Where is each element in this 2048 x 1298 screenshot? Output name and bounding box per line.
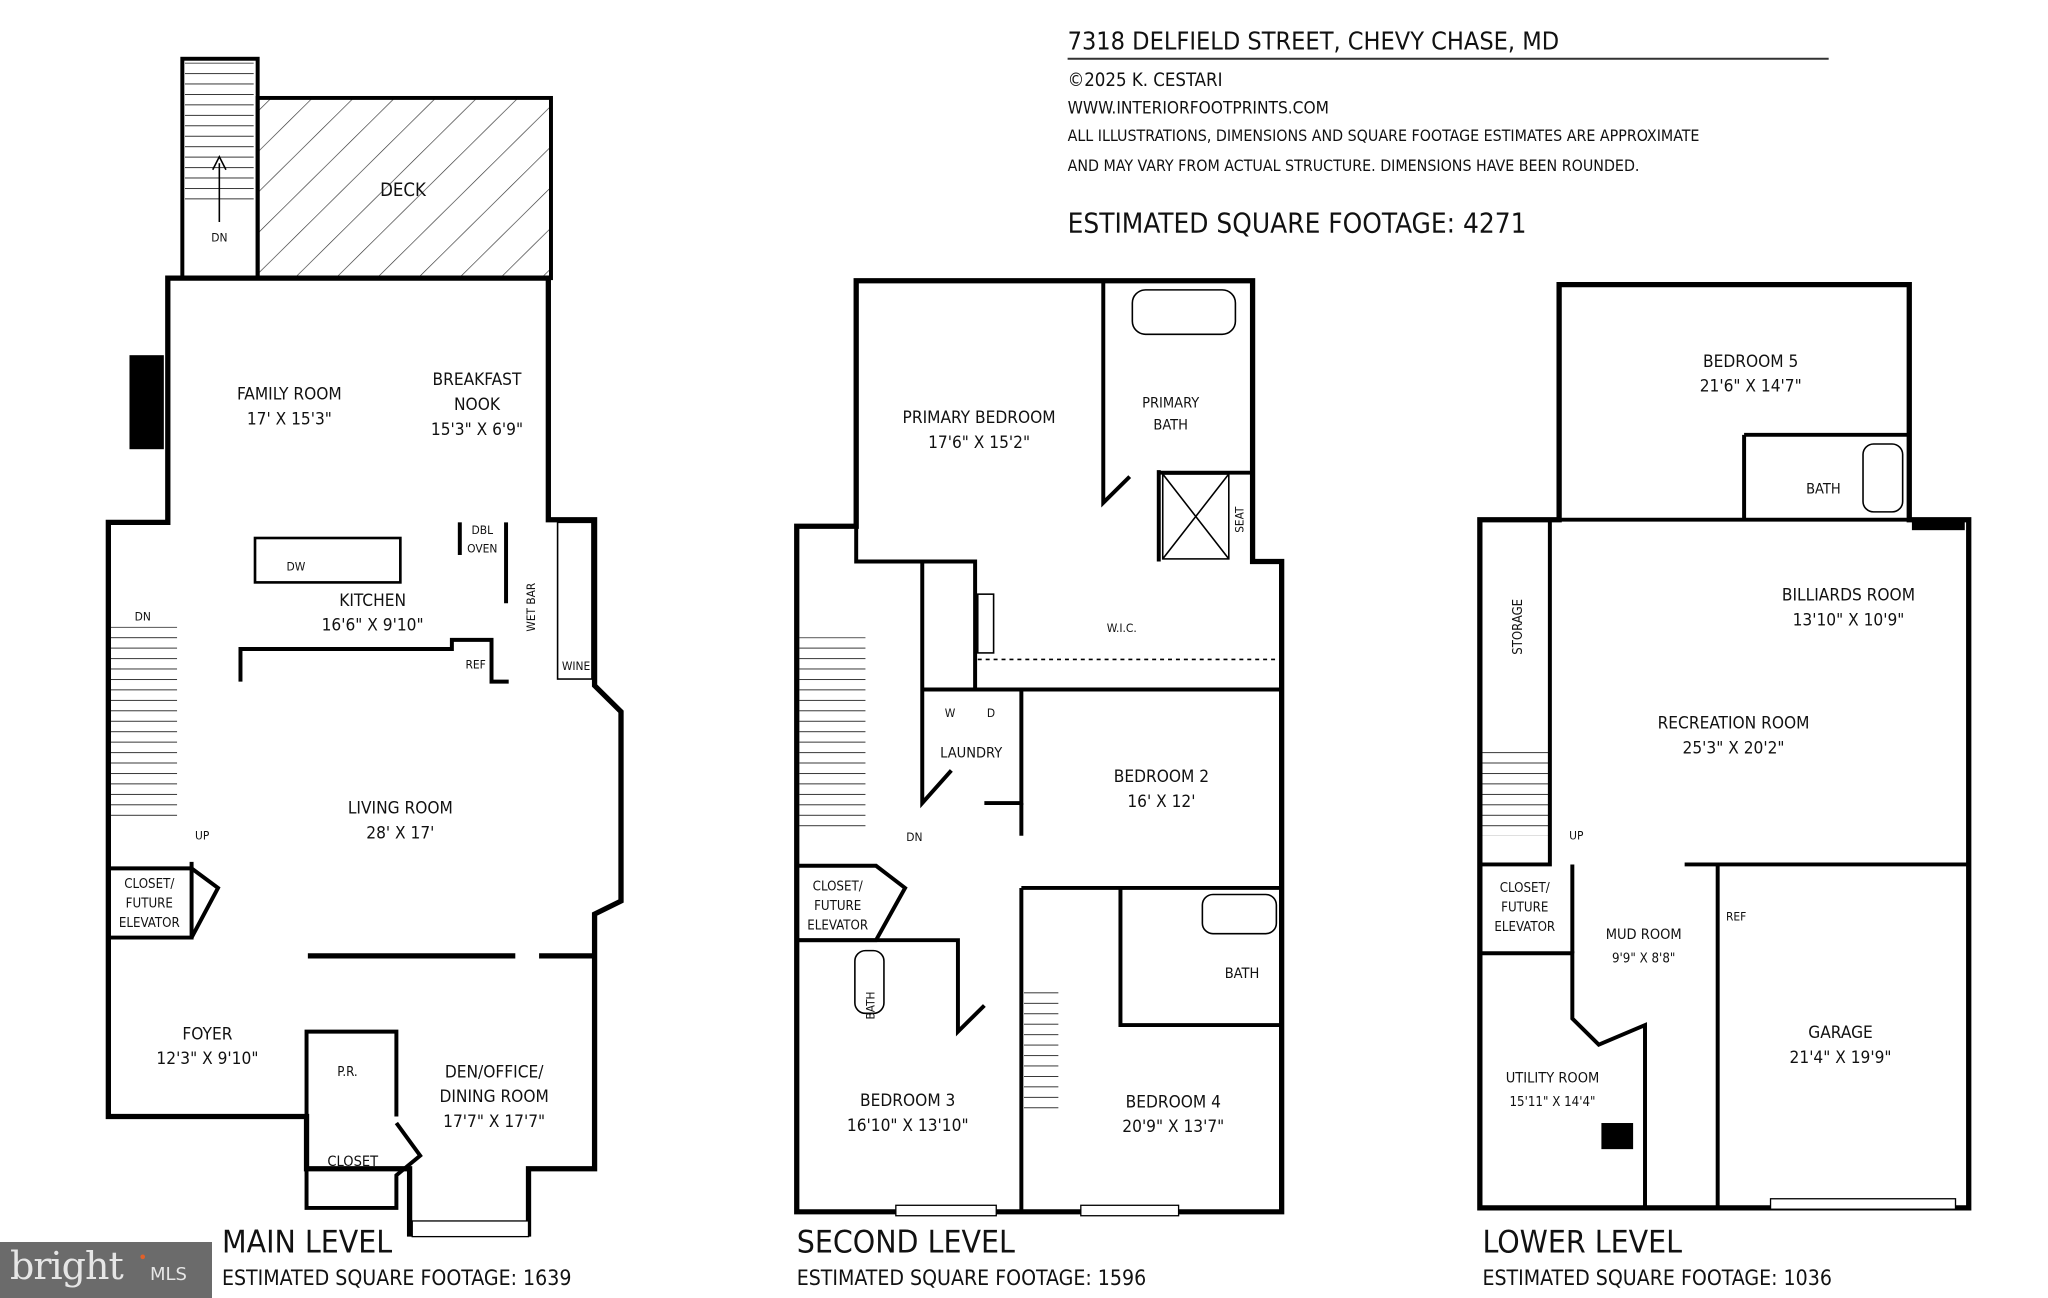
label-wet-bar: WET BAR bbox=[524, 582, 538, 631]
label-elevator: ELEVATOR bbox=[1494, 920, 1555, 935]
dim-recreation-room: 25'3" X 20'2" bbox=[1683, 739, 1785, 759]
label-up: UP bbox=[1569, 829, 1584, 843]
label-oven: OVEN bbox=[467, 541, 497, 555]
lower-stairs bbox=[1482, 744, 1549, 836]
dim-family-room: 17' X 15'3" bbox=[247, 409, 332, 429]
label-wic: W.I.C. bbox=[1107, 621, 1137, 635]
header: 7318 DELFIELD STREET, CHEVY CHASE, MD ©2… bbox=[1068, 27, 1829, 240]
label-future: FUTURE bbox=[126, 897, 173, 912]
bright-logo-text: bright bbox=[10, 1244, 124, 1288]
label-billiards-room: BILLIARDS ROOM bbox=[1782, 586, 1915, 606]
lower-level-title: LOWER LEVEL bbox=[1482, 1224, 1682, 1260]
label-elevator: ELEVATOR bbox=[119, 916, 180, 931]
label-recreation-room: RECREATION ROOM bbox=[1658, 714, 1810, 734]
label-family-room: FAMILY ROOM bbox=[237, 385, 342, 405]
label-deck: DECK bbox=[380, 180, 427, 201]
label-living-room: LIVING ROOM bbox=[348, 799, 453, 819]
label-elevator: ELEVATOR bbox=[807, 919, 868, 934]
kitchen-island bbox=[253, 536, 402, 584]
label-ref: REF bbox=[465, 658, 485, 672]
label-dw: DW bbox=[287, 560, 306, 574]
label-bath: BATH bbox=[1806, 482, 1841, 498]
dim-bedroom-5: 21'6" X 14'7" bbox=[1700, 377, 1802, 397]
main-level-plan: DECK DN FAMILY ROOM 17' X 15'3" BREAKFAS… bbox=[105, 56, 624, 1290]
label-primary-bath-2: BATH bbox=[1153, 418, 1188, 434]
label-garage: GARAGE bbox=[1808, 1023, 1873, 1043]
mls-logo-text: MLS bbox=[150, 1264, 187, 1285]
dim-bedroom-3: 16'10" X 13'10" bbox=[847, 1116, 969, 1136]
dim-foyer: 12'3" X 9'10" bbox=[156, 1049, 258, 1069]
dim-mud-room: 9'9" X 8'8" bbox=[1612, 951, 1675, 966]
label-dryer: D bbox=[987, 706, 995, 720]
label-up: UP bbox=[195, 829, 210, 843]
label-future: FUTURE bbox=[1501, 901, 1548, 916]
dim-billiards-room: 13'10" X 10'9" bbox=[1793, 611, 1905, 631]
second-level-title: SECOND LEVEL bbox=[797, 1224, 1015, 1260]
fireplace bbox=[129, 355, 164, 450]
label-breakfast-nook-2: NOOK bbox=[454, 395, 501, 415]
second-level-sqft: ESTIMATED SQUARE FOOTAGE: 1596 bbox=[797, 1265, 1146, 1290]
main-level-title: MAIN LEVEL bbox=[222, 1224, 392, 1260]
label-closet: CLOSET bbox=[327, 1154, 378, 1170]
label-utility-room: UTILITY ROOM bbox=[1506, 1071, 1600, 1087]
label-laundry: LAUNDRY bbox=[940, 745, 1002, 761]
label-bath: BATH bbox=[864, 992, 878, 1020]
dim-utility-room: 15'11" X 14'4" bbox=[1510, 1095, 1596, 1110]
label-closet: CLOSET/ bbox=[1500, 881, 1550, 896]
label-wine: WINE bbox=[562, 659, 591, 673]
label-powder-room: P.R. bbox=[337, 1065, 357, 1080]
label-storage: STORAGE bbox=[1511, 599, 1526, 655]
main-stairs bbox=[110, 626, 178, 823]
dim-breakfast-nook: 15'3" X 6'9" bbox=[431, 420, 523, 440]
dim-kitchen: 16'6" X 9'10" bbox=[322, 616, 424, 636]
disclaimer-line-1: ALL ILLUSTRATIONS, DIMENSIONS AND SQUARE… bbox=[1068, 126, 1700, 145]
label-bath: BATH bbox=[1225, 966, 1260, 982]
label-dn: DN bbox=[135, 609, 151, 623]
label-closet: CLOSET/ bbox=[813, 880, 863, 895]
label-bedroom-5: BEDROOM 5 bbox=[1703, 352, 1798, 372]
label-seat: SEAT bbox=[1232, 506, 1246, 533]
lower-level-plan: BEDROOM 5 21'6" X 14'7" BATH STORAGE BIL… bbox=[1477, 282, 1972, 1290]
main-level-sqft: ESTIMATED SQUARE FOOTAGE: 1639 bbox=[222, 1265, 571, 1290]
disclaimer-line-2: AND MAY VARY FROM ACTUAL STRUCTURE. DIME… bbox=[1068, 156, 1640, 175]
label-den: DEN/OFFICE/ bbox=[445, 1062, 544, 1082]
label-washer: W bbox=[945, 706, 956, 720]
dim-bedroom-4: 20'9" X 13'7" bbox=[1122, 1117, 1224, 1137]
label-bedroom-2: BEDROOM 2 bbox=[1114, 767, 1209, 787]
dim-den: 17'7" X 17'7" bbox=[443, 1112, 545, 1132]
website: WWW.INTERIORFOOTPRINTS.COM bbox=[1068, 99, 1329, 119]
bright-mls-watermark: bright • MLS bbox=[0, 1242, 212, 1298]
label-breakfast-nook: BREAKFAST bbox=[433, 370, 522, 390]
label-dining-room: DINING ROOM bbox=[440, 1087, 549, 1107]
label-dn: DN bbox=[906, 830, 922, 844]
label-ref: REF bbox=[1726, 910, 1746, 924]
label-primary-bath: PRIMARY bbox=[1142, 395, 1199, 411]
label-dbl: DBL bbox=[472, 523, 494, 537]
label-bedroom-4: BEDROOM 4 bbox=[1126, 1092, 1221, 1112]
label-kitchen: KITCHEN bbox=[339, 591, 406, 611]
label-dn: DN bbox=[211, 231, 227, 245]
second-level-plan: PRIMARY BEDROOM 17'6" X 15'2" PRIMARY BA… bbox=[794, 278, 1285, 1290]
copyright: ©2025 K. CESTARI bbox=[1068, 70, 1223, 91]
accent-mark: • bbox=[138, 1248, 148, 1267]
dim-primary-bedroom: 17'6" X 15'2" bbox=[928, 433, 1030, 453]
lower-level-sqft: ESTIMATED SQUARE FOOTAGE: 1036 bbox=[1482, 1265, 1831, 1290]
label-closet: CLOSET/ bbox=[124, 877, 174, 892]
dim-living-room: 28' X 17' bbox=[366, 823, 434, 843]
second-stairs bbox=[799, 637, 866, 834]
label-foyer: FOYER bbox=[182, 1025, 232, 1045]
dim-garage: 21'4" X 19'9" bbox=[1790, 1048, 1892, 1068]
address: 7318 DELFIELD STREET, CHEVY CHASE, MD bbox=[1068, 27, 1560, 56]
label-mud-room: MUD ROOM bbox=[1606, 927, 1682, 943]
total-square-footage: ESTIMATED SQUARE FOOTAGE: 4271 bbox=[1068, 207, 1527, 240]
dim-bedroom-2: 16' X 12' bbox=[1127, 792, 1195, 812]
label-primary-bedroom: PRIMARY BEDROOM bbox=[903, 408, 1056, 428]
label-future: FUTURE bbox=[814, 899, 861, 914]
label-bedroom-3: BEDROOM 3 bbox=[860, 1091, 955, 1111]
